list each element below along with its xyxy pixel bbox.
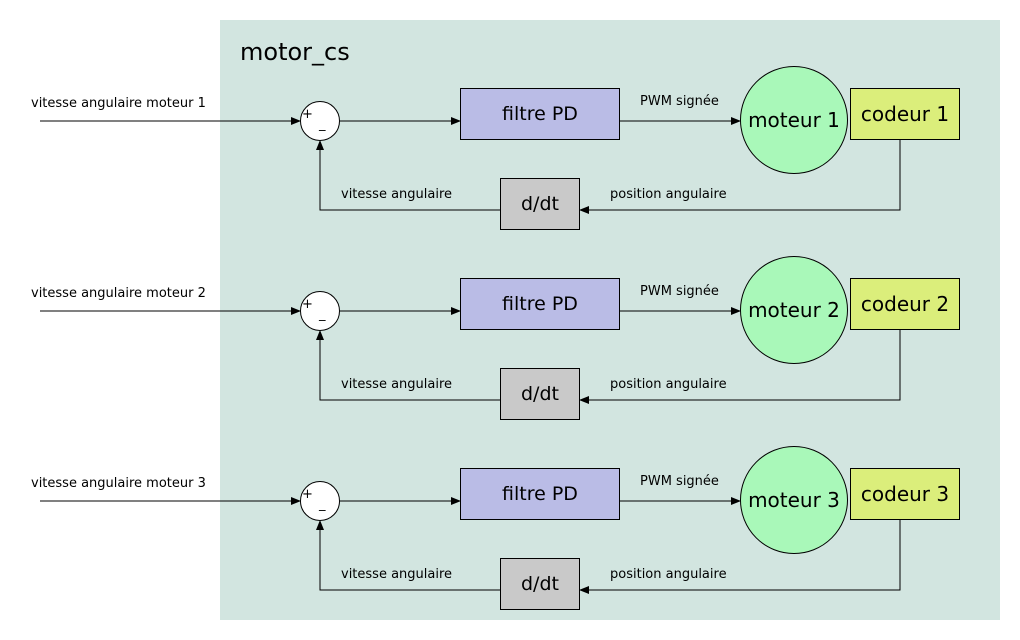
encoder-block-1: codeur 1 xyxy=(850,88,960,140)
filter-pd-block-3: filtre PD xyxy=(460,468,620,520)
minus-sign: _ xyxy=(319,307,326,322)
minus-sign: _ xyxy=(319,117,326,132)
summing-junction-2: +_ xyxy=(300,291,340,331)
encoder-to-derivative-wire-3 xyxy=(579,520,901,594)
position-label-1: position angulaire xyxy=(610,187,727,202)
filter-pd-block-2: filtre PD xyxy=(460,278,620,330)
speed-label-1: vitesse angulaire xyxy=(341,187,453,202)
summing-junction-3: +_ xyxy=(300,481,340,521)
motor-2: moteur 2 xyxy=(740,256,848,364)
derivative-to-sum-wire-1 xyxy=(316,140,500,211)
derivative-block-3: d/dt xyxy=(500,558,580,610)
plus-sign: + xyxy=(302,487,313,502)
derivative-to-sum-wire-3 xyxy=(316,520,500,591)
speed-label-2: vitesse angulaire xyxy=(341,377,453,392)
input-label-2: vitesse angulaire moteur 2 xyxy=(31,286,206,301)
pwm-label-3: PWM signée xyxy=(640,474,719,489)
derivative-block-1: d/dt xyxy=(500,178,580,230)
encoder-block-2: codeur 2 xyxy=(850,278,960,330)
input-label-3: vitesse angulaire moteur 3 xyxy=(31,476,206,491)
panel-title: motor_cs xyxy=(240,38,350,66)
filter-pd-block-1: filtre PD xyxy=(460,88,620,140)
pwm-label-1: PWM signée xyxy=(640,94,719,109)
derivative-block-2: d/dt xyxy=(500,368,580,420)
plus-sign: + xyxy=(302,297,313,312)
encoder-to-derivative-wire-2 xyxy=(579,330,901,404)
pwm-label-2: PWM signée xyxy=(640,284,719,299)
minus-sign: _ xyxy=(319,497,326,512)
motor-1: moteur 1 xyxy=(740,66,848,174)
plus-sign: + xyxy=(302,107,313,122)
derivative-to-sum-wire-2 xyxy=(316,330,500,401)
encoder-to-derivative-wire-1 xyxy=(579,140,901,214)
encoder-block-3: codeur 3 xyxy=(850,468,960,520)
motor-3: moteur 3 xyxy=(740,446,848,554)
speed-label-3: vitesse angulaire xyxy=(341,567,453,582)
input-label-1: vitesse angulaire moteur 1 xyxy=(31,96,206,111)
summing-junction-1: +_ xyxy=(300,101,340,141)
position-label-3: position angulaire xyxy=(610,567,727,582)
position-label-2: position angulaire xyxy=(610,377,727,392)
